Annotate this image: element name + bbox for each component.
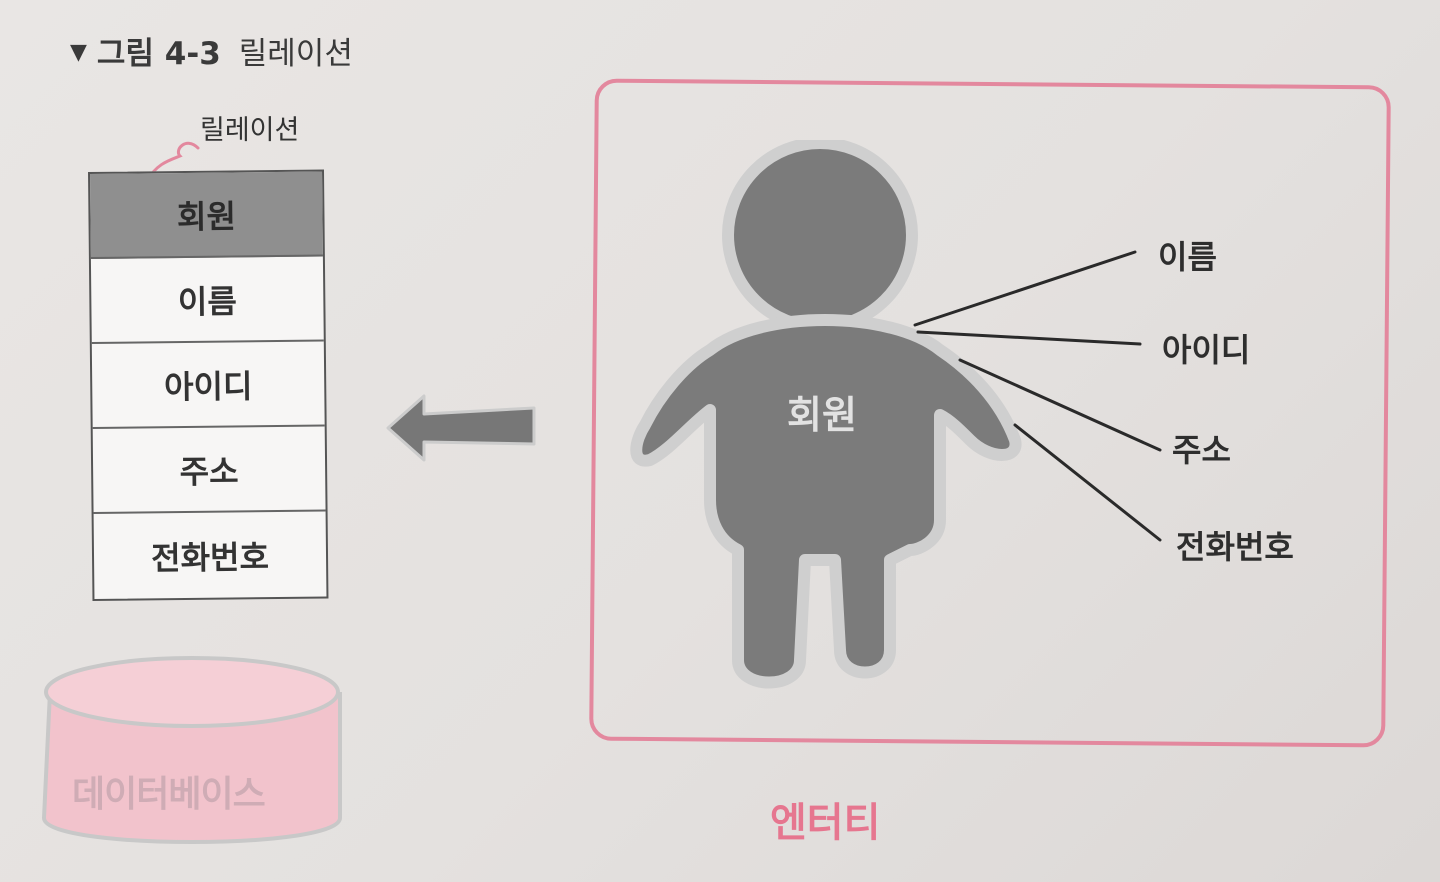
entity-attribute-label: 주소 xyxy=(1172,431,1231,469)
entity-attribute-label: 전화번호 xyxy=(1176,528,1294,566)
relation-row: 이름 xyxy=(90,256,324,344)
relation-table: 회원 이름 아이디 주소 전화번호 xyxy=(88,169,329,601)
database-label: 데이터베이스 xyxy=(72,774,266,815)
person-silhouette-icon: 회원 xyxy=(630,140,1162,689)
left-arrow-icon xyxy=(386,394,536,462)
relation-row: 아이디 xyxy=(91,341,325,429)
relation-row: 전화번호 xyxy=(150,537,270,577)
triangle-down-icon: ▼ xyxy=(70,40,87,65)
database-cylinder-icon xyxy=(41,656,342,844)
entity-caption: 엔터티 xyxy=(770,800,881,846)
person-label: 회원 xyxy=(787,393,857,437)
entity-attribute-label: 이름 xyxy=(1158,238,1217,276)
figure-title: 릴레이션 xyxy=(238,36,353,72)
figure-number: 그림 4-3 xyxy=(96,36,221,72)
relation-row: 주소 xyxy=(92,426,326,514)
relation-callout-label: 릴레이션 xyxy=(200,115,300,146)
figure-heading: ▼ 그림 4-3 릴레이션 xyxy=(70,28,353,73)
relation-header-cell: 회원 xyxy=(90,171,323,259)
entity-attribute-label: 아이디 xyxy=(1162,331,1251,369)
